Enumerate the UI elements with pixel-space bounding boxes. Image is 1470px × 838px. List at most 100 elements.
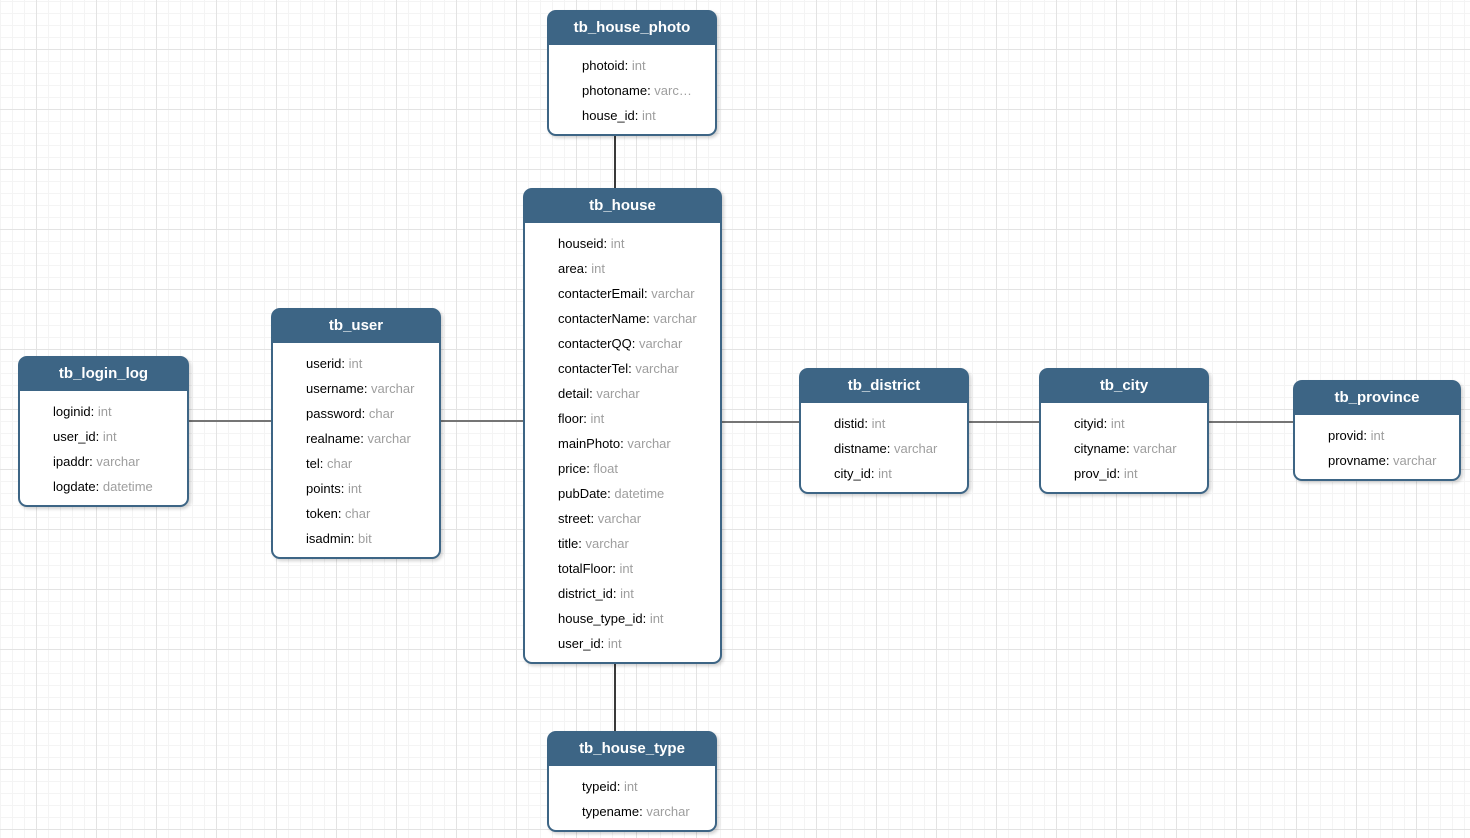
connector-city-province[interactable] <box>1209 421 1293 423</box>
field-type: int <box>631 58 646 73</box>
entity-tb_house[interactable]: tb_house houseid: int area: int contacterEm… <box>523 188 722 664</box>
connector-house-house_type[interactable] <box>614 663 616 731</box>
entity-title[interactable]: tb_login_log <box>19 357 188 391</box>
field-row[interactable]: typeid: int <box>582 779 638 794</box>
field-row[interactable]: points: int <box>306 481 362 496</box>
connector-house-district[interactable] <box>722 421 799 423</box>
field-row[interactable]: photoid: int <box>582 58 646 73</box>
field-row[interactable]: city_id: int <box>834 466 892 481</box>
entity-tb_house_photo[interactable]: tb_house_photo photoid: int photoname: var… <box>547 10 717 136</box>
connector-user-house[interactable] <box>441 420 523 422</box>
field-name: district_id <box>558 586 613 601</box>
field-row[interactable]: typename: varchar <box>582 804 690 819</box>
field-name: detail <box>558 386 590 401</box>
field-type: varchar <box>638 336 683 351</box>
field-type: int <box>620 586 634 601</box>
field-name: street <box>558 511 591 526</box>
entity-tb_house_type[interactable]: tb_house_type typeid: int typename: varcha… <box>547 731 717 832</box>
field-type: int <box>1123 466 1138 481</box>
field-name: username <box>306 381 364 396</box>
field-type: int <box>607 636 622 651</box>
field-row[interactable]: provname: varchar <box>1328 453 1437 468</box>
field-row[interactable]: username: varchar <box>306 381 415 396</box>
entity-title[interactable]: tb_province <box>1294 381 1460 415</box>
field-type: datetime <box>614 486 665 501</box>
field-row[interactable]: distname: varchar <box>834 441 938 456</box>
field-row[interactable]: title: varchar <box>558 536 629 551</box>
field-row[interactable]: totalFloor: int <box>558 561 634 576</box>
field-row[interactable]: cityid: int <box>1074 416 1125 431</box>
field-name: userid <box>306 356 342 371</box>
field-row[interactable]: isadmin: bit <box>306 531 372 546</box>
field-type: char <box>345 506 371 521</box>
entity-tb_city[interactable]: tb_city cityid: int cityname: varchar prov_… <box>1039 368 1209 494</box>
field-name: realname <box>306 431 361 446</box>
field-row[interactable]: tel: char <box>306 456 353 471</box>
field-row[interactable]: logdate: datetime <box>53 479 153 494</box>
entity-body: loginid: int user_id: int ipaddr: varchar l… <box>20 391 187 505</box>
field-row[interactable]: district_id: int <box>558 586 634 601</box>
field-type: int <box>347 481 362 496</box>
entity-title[interactable]: tb_house_photo <box>548 11 716 45</box>
entity-tb_user[interactable]: tb_user userid: int username: varchar passw… <box>271 308 441 559</box>
entity-title[interactable]: tb_house <box>524 189 721 223</box>
field-type: varchar <box>653 311 697 326</box>
field-row[interactable]: price: float <box>558 461 618 476</box>
field-name: floor <box>558 411 584 426</box>
field-row[interactable]: ipaddr: varchar <box>53 454 140 469</box>
connector-login_log-user[interactable] <box>189 420 271 422</box>
field-name: ipaddr <box>53 454 90 469</box>
entity-title[interactable]: tb_house_type <box>548 732 716 766</box>
entity-tb_district[interactable]: tb_district distid: int distname: varchar c… <box>799 368 969 494</box>
entity-body: photoid: int photoname: varc… house_id: in… <box>549 45 715 134</box>
field-row[interactable]: mainPhoto: varchar <box>558 436 671 451</box>
field-row[interactable]: pubDate: datetime <box>558 486 665 501</box>
field-name: contacterTel <box>558 361 629 376</box>
entity-title[interactable]: tb_district <box>800 369 968 403</box>
field-row[interactable]: cityname: varchar <box>1074 441 1177 456</box>
field-row[interactable]: loginid: int <box>53 404 112 419</box>
field-name: houseid <box>558 236 604 251</box>
field-row[interactable]: photoname: varc… <box>582 83 692 98</box>
field-type: int <box>348 356 363 371</box>
entity-body: distid: int distname: varchar city_id: int <box>801 403 967 492</box>
field-type: varc… <box>654 83 692 98</box>
field-row[interactable]: contacterEmail: varchar <box>558 286 695 301</box>
field-name: provid <box>1328 428 1364 443</box>
field-row[interactable]: houseid: int <box>558 236 625 251</box>
field-row[interactable]: contacterTel: varchar <box>558 361 679 376</box>
entity-title[interactable]: tb_user <box>272 309 440 343</box>
field-row[interactable]: detail: varchar <box>558 386 640 401</box>
field-type: int <box>591 261 605 276</box>
field-row[interactable]: realname: varchar <box>306 431 411 446</box>
field-row[interactable]: user_id: int <box>558 636 622 651</box>
entity-tb_province[interactable]: tb_province provid: int provname: varchar <box>1293 380 1461 481</box>
field-row[interactable]: token: char <box>306 506 371 521</box>
connector-house_photo-house[interactable] <box>614 133 616 188</box>
entity-tb_login_log[interactable]: tb_login_log loginid: int user_id: int ipad… <box>18 356 189 507</box>
field-row[interactable]: contacterName: varchar <box>558 311 697 326</box>
field-row[interactable]: contacterQQ: varchar <box>558 336 683 351</box>
field-name: typename <box>582 804 640 819</box>
field-name: loginid <box>53 404 91 419</box>
entity-body: provid: int provname: varchar <box>1295 415 1459 479</box>
field-type: int <box>871 416 886 431</box>
field-type: varchar <box>596 386 640 401</box>
field-name: provname <box>1328 453 1386 468</box>
field-name: token <box>306 506 338 521</box>
field-row[interactable]: prov_id: int <box>1074 466 1138 481</box>
connector-district-city[interactable] <box>969 421 1039 423</box>
field-row[interactable]: userid: int <box>306 356 363 371</box>
field-row[interactable]: provid: int <box>1328 428 1385 443</box>
field-name: logdate <box>53 479 96 494</box>
field-row[interactable]: user_id: int <box>53 429 117 444</box>
field-row[interactable]: street: varchar <box>558 511 642 526</box>
field-row[interactable]: area: int <box>558 261 605 276</box>
field-row[interactable]: distid: int <box>834 416 886 431</box>
field-type: char <box>368 406 395 421</box>
field-row[interactable]: house_id: int <box>582 108 656 123</box>
field-row[interactable]: password: char <box>306 406 395 421</box>
entity-title[interactable]: tb_city <box>1040 369 1208 403</box>
field-row[interactable]: house_type_id: int <box>558 611 664 626</box>
field-row[interactable]: floor: int <box>558 411 605 426</box>
